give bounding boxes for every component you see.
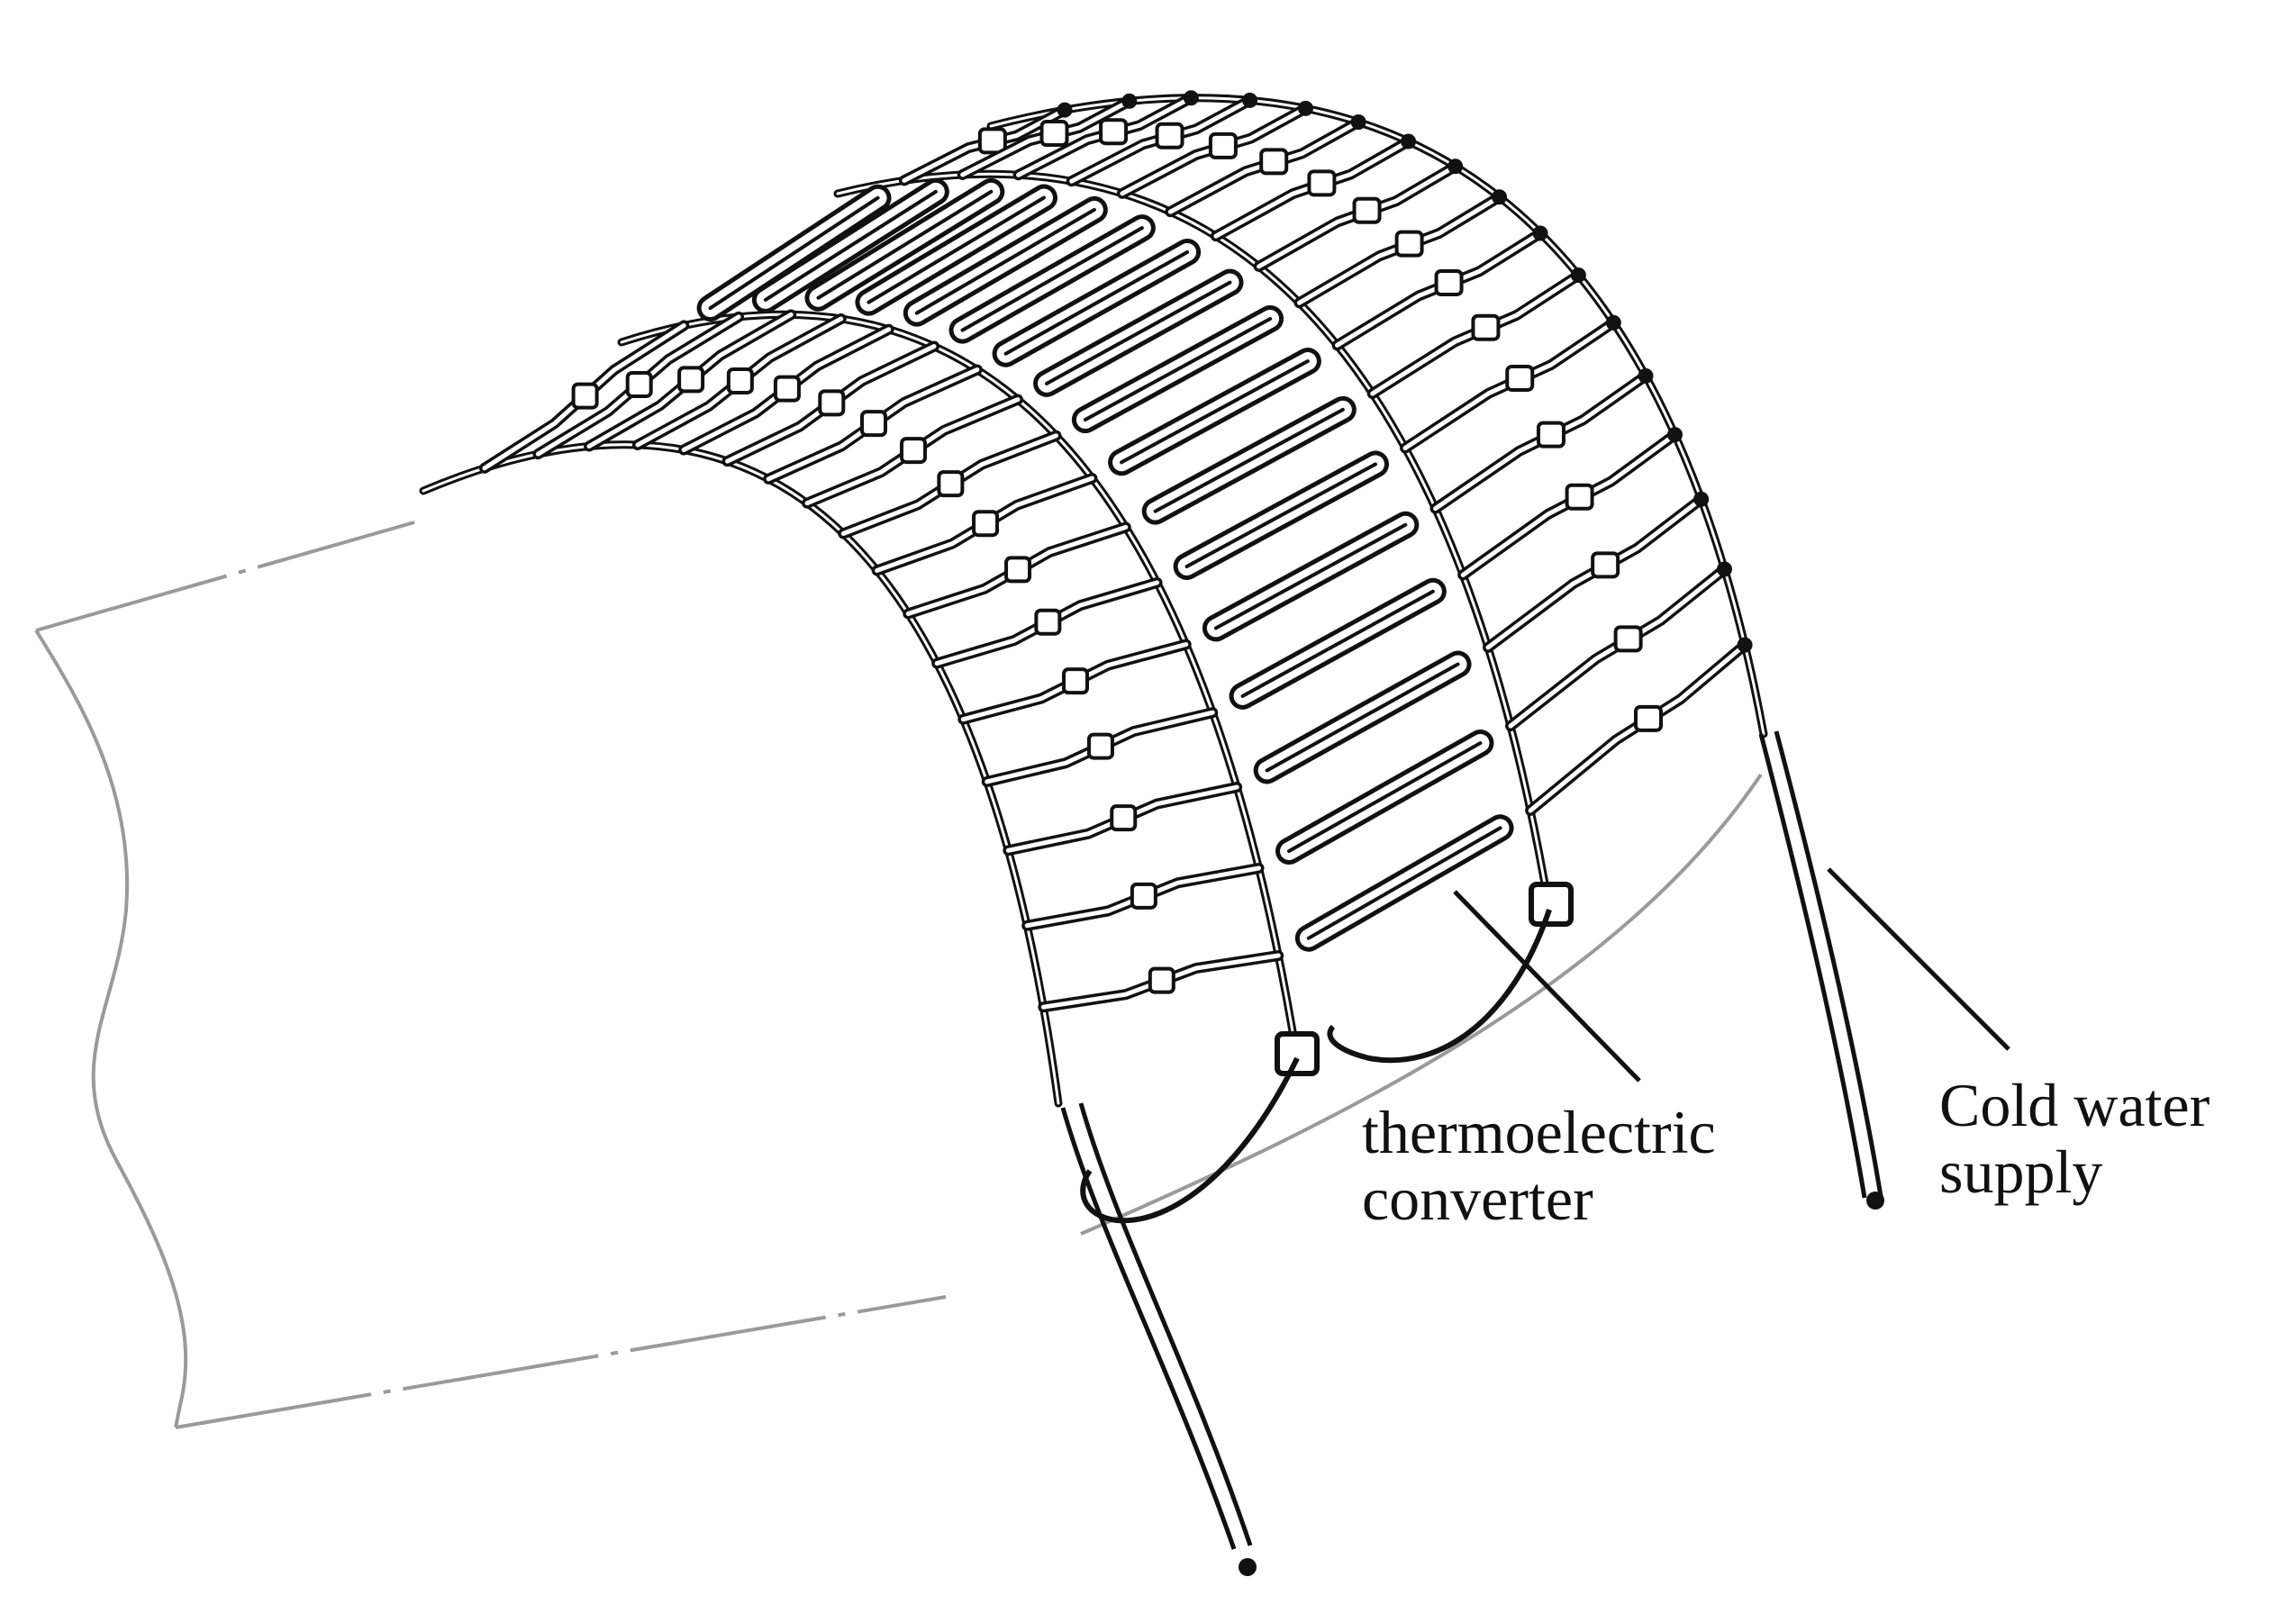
thermoelectric-module-seam bbox=[960, 226, 1144, 332]
pipe-top-edge bbox=[35, 521, 415, 632]
hoop-clamp bbox=[1529, 882, 1574, 927]
pipe-outline bbox=[34, 521, 1763, 1429]
return-joint bbox=[977, 127, 1007, 155]
pipe-left-end bbox=[34, 629, 188, 1428]
tube-joint bbox=[1034, 608, 1062, 636]
hoop-loops bbox=[1080, 909, 1552, 1224]
label-converter-line1: thermoelectric bbox=[1362, 1098, 1716, 1166]
label-converter-line2: converter bbox=[1362, 1164, 1593, 1233]
leader-converter bbox=[1453, 890, 1641, 1083]
tube-joint bbox=[859, 410, 887, 438]
return-joint bbox=[1536, 421, 1565, 449]
return-joint bbox=[1633, 704, 1663, 732]
thermoelectric-module-seam bbox=[1240, 589, 1435, 698]
manifold-node bbox=[1492, 189, 1507, 205]
return-joint bbox=[1434, 268, 1464, 296]
manifold-node bbox=[1057, 102, 1073, 118]
return-joint bbox=[1099, 118, 1129, 146]
tube-joint bbox=[1110, 804, 1138, 832]
manifold-node bbox=[1638, 367, 1654, 384]
return-joint bbox=[1613, 625, 1643, 653]
return-joint bbox=[1394, 230, 1424, 258]
manifold-node bbox=[1737, 637, 1753, 653]
return-joint bbox=[1039, 120, 1069, 148]
tube-joint bbox=[773, 375, 801, 403]
thermoelectric-module-seam bbox=[763, 189, 938, 302]
return-joint bbox=[1208, 131, 1238, 159]
outlet-tube-end bbox=[1239, 1558, 1257, 1576]
tube-joint bbox=[1148, 966, 1175, 994]
manifold-node bbox=[1447, 159, 1464, 175]
manifold-node bbox=[1298, 100, 1314, 116]
thermoelectric-module-seam bbox=[1045, 280, 1232, 385]
manifold-node bbox=[1121, 93, 1138, 109]
hoop-clamp bbox=[1275, 1031, 1320, 1076]
pipe-bottom-edge bbox=[175, 1295, 947, 1429]
pipe-far-edge bbox=[1080, 773, 1763, 1236]
tube-joint bbox=[625, 370, 653, 398]
tube-joint bbox=[972, 510, 1000, 538]
manifold-node bbox=[1605, 314, 1621, 331]
manifold-node bbox=[1716, 561, 1732, 577]
label-water-line1: Cold water bbox=[1939, 1071, 2210, 1139]
outlet-tube-inner bbox=[1078, 1102, 1253, 1546]
return-joint bbox=[1471, 313, 1501, 341]
tube-joint bbox=[726, 367, 754, 394]
tube-joint bbox=[937, 470, 965, 498]
return-joint bbox=[1591, 551, 1620, 579]
manifold-node bbox=[1350, 114, 1366, 131]
tube-joint bbox=[900, 437, 928, 465]
return-joint bbox=[1565, 483, 1594, 511]
tube-joint bbox=[1086, 732, 1114, 760]
tubes bbox=[1060, 730, 1883, 1550]
tube-joint bbox=[677, 366, 705, 394]
manifold-node bbox=[1242, 92, 1258, 108]
thermoelectric-module-seam bbox=[914, 207, 1096, 315]
label-water-line2: supply bbox=[1939, 1137, 2103, 1206]
thermoelectric-module-seam bbox=[1213, 522, 1408, 630]
manifold-node bbox=[1570, 267, 1586, 284]
tube-joint bbox=[1130, 882, 1157, 910]
leader-water bbox=[1827, 867, 2010, 1051]
thermoelectric-module-seam bbox=[816, 189, 994, 300]
thermoelectric-module-seam bbox=[1306, 826, 1502, 940]
return-joint bbox=[1155, 122, 1184, 150]
thermoelectric-module-seam bbox=[1120, 359, 1310, 465]
thermoelectric-module-seam bbox=[1153, 407, 1345, 513]
manifold-node bbox=[1401, 133, 1417, 150]
thermoelectric-module-seam bbox=[867, 195, 1046, 304]
thermoelectric-module-seam bbox=[1083, 316, 1273, 422]
leader-lines bbox=[1453, 867, 2010, 1083]
thermoelectric-module-seam bbox=[1003, 249, 1190, 356]
tube-joint bbox=[1062, 667, 1090, 695]
label-cold-water-supply: Cold water supply bbox=[1939, 1072, 2210, 1205]
manifold-node bbox=[1532, 225, 1548, 241]
return-joint bbox=[1505, 364, 1535, 392]
inlet-tube-end bbox=[1866, 1192, 1884, 1210]
inlet-tube-inner bbox=[1774, 730, 1883, 1197]
tube-joint bbox=[818, 389, 846, 417]
return-joint bbox=[1259, 148, 1289, 176]
return-joint bbox=[1352, 196, 1382, 224]
thermoelectric-module-seam bbox=[1287, 741, 1483, 854]
thermoelectric-module-seam bbox=[1184, 462, 1377, 568]
hoop-loop-left bbox=[1080, 1056, 1300, 1224]
manifold-node bbox=[1183, 90, 1199, 106]
inlet-tube-outer bbox=[1758, 733, 1867, 1199]
return-joint bbox=[1307, 169, 1337, 197]
label-thermoelectric-converter: thermoelectric converter bbox=[1362, 1099, 1716, 1232]
manifold-node bbox=[1693, 491, 1710, 507]
thermoelectric-module-seam bbox=[708, 195, 880, 311]
thermoelectric-module-seam bbox=[1265, 662, 1460, 773]
tube-joint bbox=[1004, 556, 1032, 584]
outlet-tube-outer bbox=[1060, 1107, 1237, 1550]
tube-joint bbox=[571, 382, 599, 410]
manifold-node bbox=[1666, 427, 1683, 443]
cooling-jacket bbox=[419, 90, 1768, 1108]
hoop-loop-right bbox=[1327, 909, 1552, 1064]
